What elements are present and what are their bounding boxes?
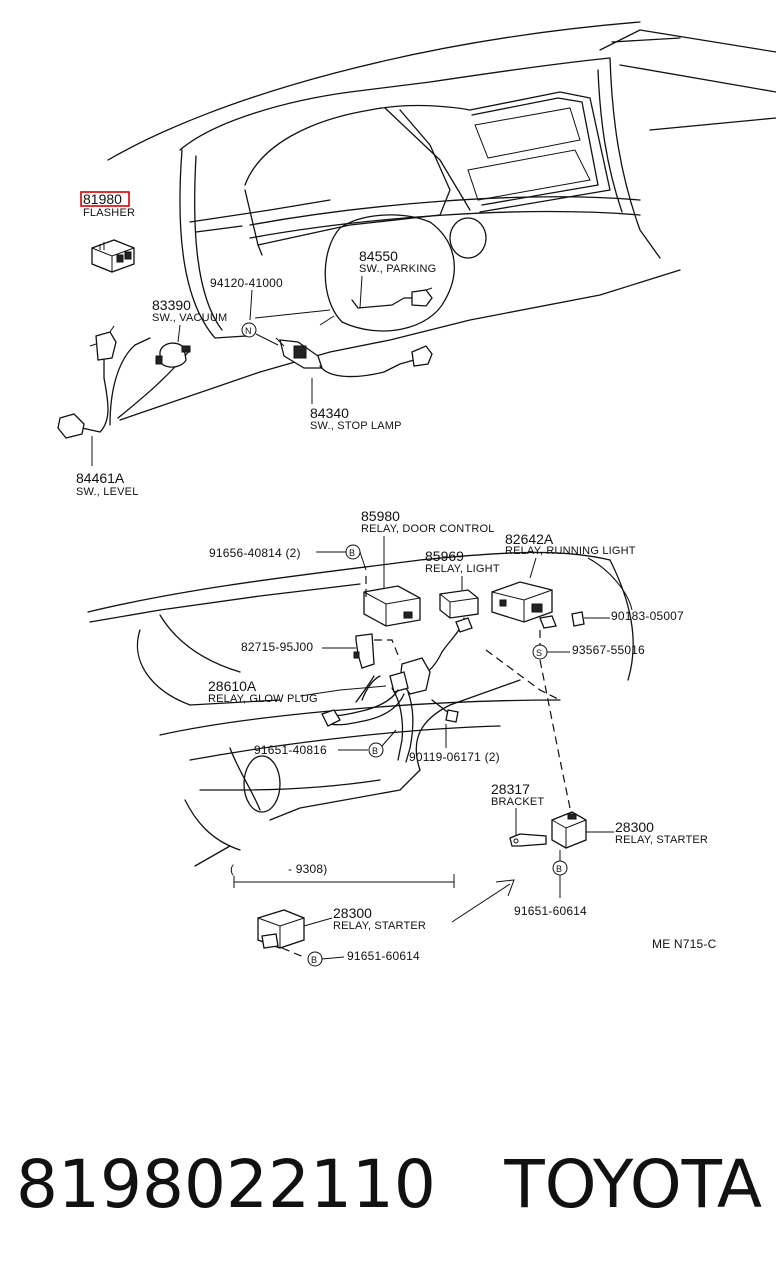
label-83390-desc: SW., VACUUM — [152, 312, 227, 324]
label-82715: 82715-95J00 — [241, 640, 313, 654]
label-81980-desc: FLASHER — [83, 207, 135, 219]
screw-93567: S 93567-55016 — [485, 630, 645, 809]
label-81980: 81980 — [83, 191, 122, 207]
running-light-relay: 82642A RELAY, RUNNING LIGHT — [491, 531, 636, 629]
nut-94120: 94120-41000 N — [210, 276, 283, 346]
label-28300b: 28300 — [333, 905, 372, 921]
parts-diagram: 81980 FLASHER 94120-41000 N 84550 SW., P… — [57, 21, 776, 967]
bolt-91651-40816: 91651-40816 B — [254, 729, 397, 758]
label-9308-open: ( — [230, 862, 234, 876]
label-28300a-desc: RELAY, STARTER — [615, 834, 708, 846]
label-94120: 94120-41000 — [210, 276, 283, 290]
label-9308: - 9308) — [288, 862, 327, 876]
label-85969-desc: RELAY, LIGHT — [425, 563, 500, 575]
flasher-part: 81980 FLASHER — [80, 191, 135, 273]
label-28317-desc: BRACKET — [491, 796, 544, 808]
label-85980: 85980 — [361, 508, 400, 524]
part-number: 8198022110 — [16, 1146, 436, 1223]
clip-90183: 90183-05007 — [571, 609, 684, 627]
label-28317: 28317 — [491, 781, 530, 797]
label-28300a: 28300 — [615, 819, 654, 835]
label-90183: 90183-05007 — [611, 609, 684, 623]
label-84461A-desc: SW., LEVEL — [76, 486, 139, 498]
label-28610A-desc: RELAY, GLOW PLUG — [208, 693, 318, 705]
mark-b-2: B — [372, 746, 378, 756]
mark-b-4: B — [311, 955, 317, 965]
label-82642A-desc: RELAY, RUNNING LIGHT — [505, 545, 636, 557]
label-90119: 90119-06171 (2) — [409, 750, 500, 764]
label-84340-desc: SW., STOP LAMP — [310, 420, 402, 432]
label-91651a: 91651-40816 — [254, 743, 327, 757]
starter-relay-left: 28300 RELAY, STARTER B 91651-60614 — [257, 905, 426, 967]
label-85969: 85969 — [425, 548, 464, 564]
vacuum-switch: 83390 SW., VACUUM — [152, 297, 227, 368]
parking-switch: 84550 SW., PARKING — [351, 248, 436, 309]
label-82642A: 82642A — [505, 531, 554, 547]
label-28610A: 28610A — [208, 678, 257, 694]
starter-relay-right: 28300 RELAY, STARTER B 91651-60614 — [514, 811, 708, 918]
label-28300b-desc: RELAY, STARTER — [333, 920, 426, 932]
label-84550-desc: SW., PARKING — [359, 263, 436, 275]
mark-b-1: B — [349, 548, 355, 558]
dashboard-upper-outline — [107, 21, 776, 426]
label-83390: 83390 — [152, 297, 191, 313]
brand-name: TOYOTA — [504, 1146, 762, 1223]
label-91656: 91656-40814 (2) — [209, 546, 301, 560]
mark-b-3: B — [556, 864, 562, 874]
level-switch: 84461A SW., LEVEL — [57, 325, 139, 498]
highlight-box — [80, 191, 130, 207]
bolt-90119: 90119-06171 (2) — [409, 699, 500, 764]
bracket-28317: 28317 BRACKET — [491, 781, 547, 847]
label-91651b: 91651-60614 — [514, 904, 587, 918]
label-84550: 84550 — [359, 248, 398, 264]
light-relay: 85969 RELAY, LIGHT — [419, 548, 500, 677]
model-range-9308: ( - 9308) — [230, 862, 515, 923]
label-84340: 84340 — [310, 405, 349, 421]
bracket-82715: 82715-95J00 — [241, 633, 401, 669]
label-91651c: 91651-60614 — [347, 949, 420, 963]
mark-n: N — [245, 326, 252, 336]
label-84461A: 84461A — [76, 470, 125, 486]
label-85980-desc: RELAY, DOOR CONTROL — [361, 523, 495, 535]
glow-plug-relay: 28610A RELAY, GLOW PLUG — [208, 657, 431, 763]
part-caption: 8198022110 TOYOTA — [0, 1130, 776, 1240]
stop-lamp-switch: 84340 SW., STOP LAMP — [275, 337, 433, 432]
mark-s: S — [536, 648, 542, 658]
diagram-ref-code: ME N715-C — [652, 937, 717, 951]
dashboard-lower-outline — [87, 551, 634, 867]
label-93567: 93567-55016 — [572, 643, 645, 657]
door-control-relay: 85980 RELAY, DOOR CONTROL 91656-40814 (2… — [209, 508, 495, 627]
